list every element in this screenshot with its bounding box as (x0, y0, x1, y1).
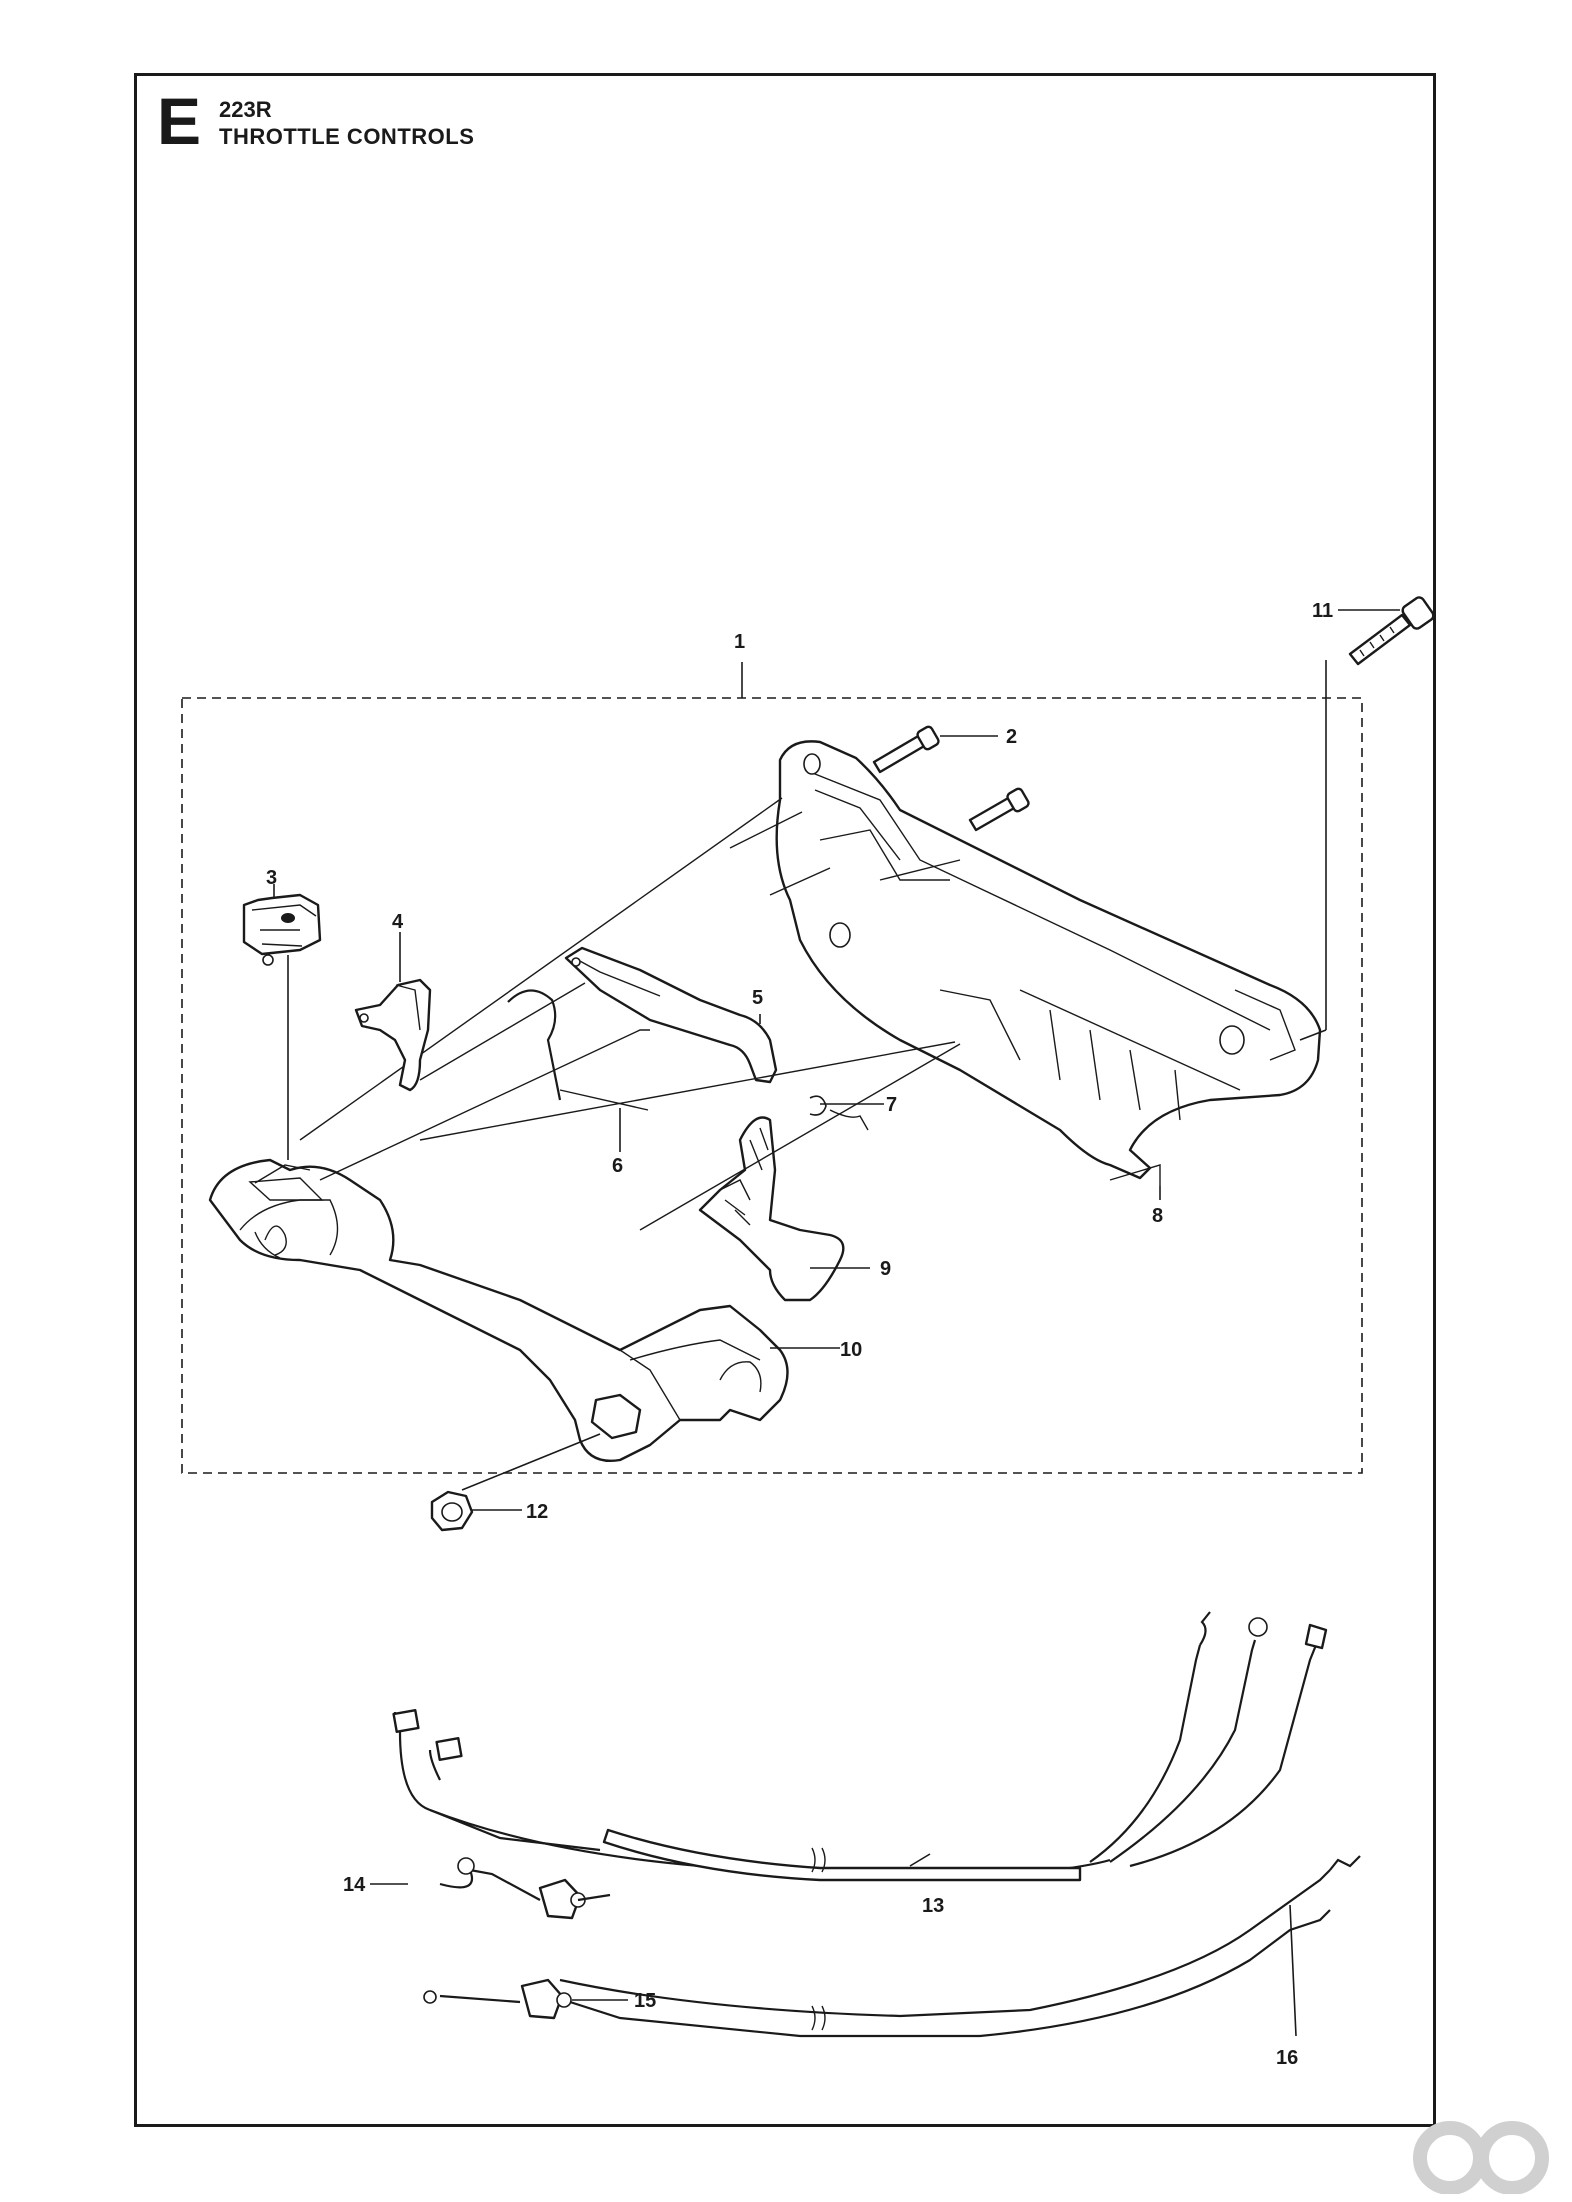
callout-5: 5 (752, 987, 763, 1009)
callout-3: 3 (266, 867, 277, 889)
throttle-cable-part-16[interactable] (559, 1855, 1361, 2018)
callout-16: 16 (1276, 2047, 1298, 2069)
callout-7: 7 (886, 1094, 897, 1116)
throttle-trigger-part-9[interactable] (698, 1116, 845, 1302)
throttle-rod-part-5[interactable] (564, 946, 778, 1084)
wiring-harness-part-13[interactable] (429, 1611, 1328, 1882)
callout-6: 6 (612, 1155, 623, 1177)
callout-13: 13 (922, 1895, 944, 1917)
switch-wire-part-15[interactable] (423, 1909, 1331, 2038)
handle-half-part-10[interactable] (208, 1158, 789, 1462)
logo-watermark-icon (1413, 2121, 1549, 2194)
wire-part-14[interactable] (392, 1709, 601, 1889)
throttle-lockout-part-4[interactable] (354, 978, 432, 1092)
handle-half-part-8[interactable] (775, 740, 1322, 1180)
nut-part-12[interactable] (430, 1490, 474, 1532)
stop-switch-part-3[interactable] (242, 893, 322, 966)
spring-part-6[interactable] (507, 989, 649, 1111)
callout-8: 8 (1152, 1205, 1163, 1227)
model-number: 223R (219, 97, 272, 122)
screw-part-2[interactable] (872, 725, 1030, 832)
callout-14: 14 (343, 1874, 366, 1896)
callout-10: 10 (840, 1339, 862, 1361)
callout-11: 11 (1312, 600, 1333, 622)
stop-wire-part-connector[interactable] (457, 1857, 611, 1920)
diagram-title: THROTTLE CONTROLS (219, 124, 475, 149)
section-letter: E (157, 84, 202, 158)
callout-9: 9 (880, 1258, 891, 1280)
callout-1: 1 (734, 631, 745, 653)
diagram-frame (134, 73, 1436, 2127)
assembly-1-boundary (181, 697, 1363, 1474)
screw-part-11[interactable] (1348, 595, 1435, 666)
callout-15: 15 (634, 1990, 656, 2012)
callout-4: 4 (392, 911, 404, 933)
pin-part-7[interactable] (809, 1095, 869, 1131)
callout-2: 2 (1006, 726, 1017, 748)
callout-12: 12 (526, 1501, 548, 1523)
